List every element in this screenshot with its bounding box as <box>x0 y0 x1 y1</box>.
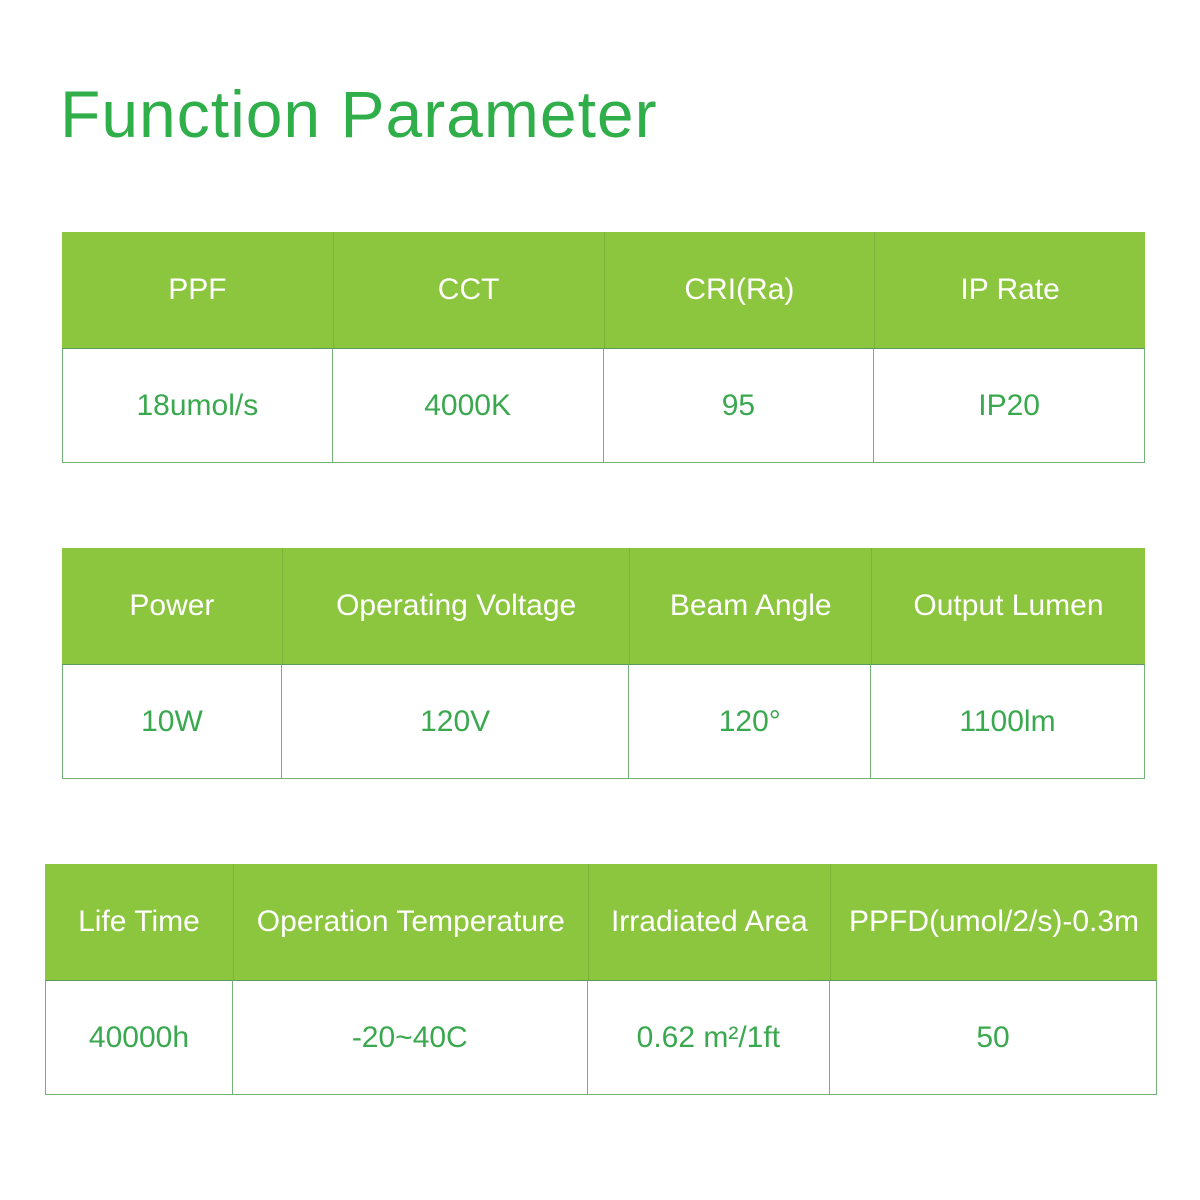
spec-table-environment: Life Time Operation Temperature Irradiat… <box>45 864 1157 1095</box>
header-cell-ip-rate: IP Rate <box>874 232 1145 348</box>
value-cell-cri: 95 <box>603 348 875 463</box>
header-cell-cri: CRI(Ra) <box>603 232 875 348</box>
header-cell-irradiated-area: Irradiated Area <box>587 864 831 980</box>
header-cell-life-time: Life Time <box>45 864 233 980</box>
header-cell-ppfd: PPFD(umol/2/s)-0.3m <box>830 864 1157 980</box>
value-cell-beam-angle: 120° <box>629 664 871 779</box>
page-title: Function Parameter <box>60 77 658 151</box>
header-cell-output-lumen: Output Lumen <box>870 548 1145 664</box>
value-cell-power: 10W <box>62 664 282 779</box>
header-cell-operation-temperature: Operation Temperature <box>232 864 588 980</box>
header-cell-power: Power <box>62 548 282 664</box>
header-cell-beam-angle: Beam Angle <box>629 548 871 664</box>
value-cell-life-time: 40000h <box>45 980 233 1095</box>
value-cell-operation-temperature: -20~40C <box>232 980 588 1095</box>
spec-table-electrical: Power Operating Voltage Beam Angle Outpu… <box>62 548 1145 779</box>
value-cell-ppfd: 50 <box>830 980 1157 1095</box>
value-cell-ppf: 18umol/s <box>62 348 333 463</box>
value-cell-irradiated-area: 0.62 m²/1ft <box>587 980 831 1095</box>
value-cell-cct: 4000K <box>332 348 604 463</box>
value-cell-output-lumen: 1100lm <box>870 664 1145 779</box>
header-cell-operating-voltage: Operating Voltage <box>281 548 630 664</box>
header-cell-ppf: PPF <box>62 232 333 348</box>
header-cell-cct: CCT <box>332 232 604 348</box>
value-cell-operating-voltage: 120V <box>281 664 630 779</box>
spec-table-optical: PPF CCT CRI(Ra) IP Rate 18umol/s 4000K 9… <box>62 232 1145 463</box>
value-cell-ip-rate: IP20 <box>874 348 1145 463</box>
